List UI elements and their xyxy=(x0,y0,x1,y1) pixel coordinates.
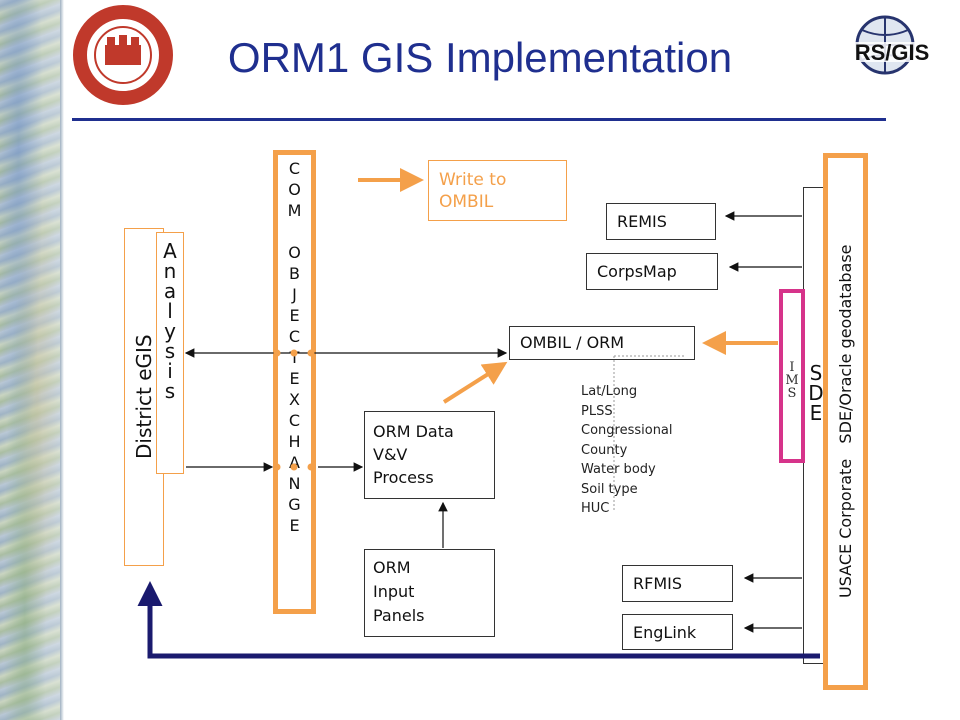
connector-dot xyxy=(273,349,281,357)
com-letter: C xyxy=(288,411,301,430)
com-letter: H xyxy=(288,432,301,451)
com-object-exchange-box: C O M O B J E C T E X C H A N G E xyxy=(273,150,316,614)
analysis-letter: i xyxy=(167,359,173,383)
rfmis-box: RFMIS xyxy=(622,565,733,602)
rs-gis-logo: RS/GIS xyxy=(848,15,936,75)
analysis-letter: a xyxy=(163,279,177,303)
svg-text:RS/GIS: RS/GIS xyxy=(855,40,930,65)
attribute-item: Water body xyxy=(581,462,656,477)
com-letter: E xyxy=(289,306,300,325)
orm-input-panels-box: ORM Input Panels xyxy=(364,549,495,637)
com-letter: G xyxy=(288,495,301,514)
com-letter: E xyxy=(289,369,300,388)
com-letter: J xyxy=(292,285,297,304)
orm-data-vv-box: ORM Data V&V Process xyxy=(364,411,495,499)
com-letter: B xyxy=(289,264,300,283)
attribute-dotted-connector xyxy=(613,355,686,510)
corporate-return-arrow xyxy=(137,581,820,659)
com-letter: O xyxy=(288,243,301,262)
sde-letters: S D E xyxy=(804,363,828,423)
title-underline xyxy=(72,118,886,121)
com-letter: C xyxy=(288,159,301,178)
ombil-orm-box: OMBIL / ORM xyxy=(509,326,695,360)
connector-dot xyxy=(307,463,315,471)
corpsmap-box: CorpsMap xyxy=(586,253,718,290)
analysis-letter: A xyxy=(163,239,177,263)
com-letter: N xyxy=(288,474,301,493)
attribute-item: HUC xyxy=(581,501,610,516)
analysis-letter: y xyxy=(164,319,176,343)
sde-letter: E xyxy=(809,401,823,425)
com-letter: X xyxy=(289,390,300,409)
sde-letter: D xyxy=(808,381,824,405)
remis-box: REMIS xyxy=(606,203,716,240)
com-letter: E xyxy=(289,516,300,535)
write-to-ombil-line: OMBIL xyxy=(439,192,494,213)
orm-input-panels-line: Input xyxy=(373,582,415,601)
ims-letter: I xyxy=(789,360,795,375)
analysis-letter: l xyxy=(167,299,173,323)
sde-letter: S xyxy=(809,361,823,385)
orm-data-vv-line: Process xyxy=(373,468,434,488)
slide-title: ORM1 GIS Implementation xyxy=(227,34,733,81)
attribute-item: PLSS xyxy=(581,403,613,419)
connector-dot xyxy=(290,349,298,357)
attribute-item: Lat/Long xyxy=(581,384,638,399)
analysis-box: A n a l y s i s xyxy=(156,232,184,474)
ims-letter: S xyxy=(787,386,797,401)
connector-dot xyxy=(273,463,281,471)
com-letter: A xyxy=(289,453,300,472)
ims-letter: M xyxy=(785,373,799,388)
com-letter: M xyxy=(287,201,302,220)
orm-input-panels-line: ORM xyxy=(373,558,411,577)
map-strip-edge xyxy=(60,0,64,720)
vv-ombil-arrow xyxy=(442,361,508,404)
analysis-letter: s xyxy=(164,339,176,363)
analysis-letter: s xyxy=(164,379,176,403)
connector-dot xyxy=(307,349,315,357)
orm-input-panels-line: Panels xyxy=(373,606,425,625)
attribute-item: County xyxy=(581,442,628,458)
attribute-item: Congressional xyxy=(581,423,673,438)
connector-dot xyxy=(290,463,298,471)
analysis-letters: A n a l y s i s xyxy=(157,233,183,401)
com-letter: C xyxy=(288,327,301,346)
analysis-letter: n xyxy=(163,259,177,283)
orm-data-vv-line: ORM Data xyxy=(373,422,454,441)
attribute-list: Lat/Long PLSS Congressional County Water… xyxy=(581,382,721,519)
write-to-ombil-line: Write to xyxy=(439,170,507,190)
background-map-strip xyxy=(0,0,62,720)
ims-letters: I M S xyxy=(783,361,801,400)
ims-box: I M S xyxy=(779,289,805,463)
corporate-geodatabase-box: USACE Corporate SDE/Oracle geodatabase xyxy=(823,153,868,690)
army-cerl-seal-logo xyxy=(73,5,173,105)
attribute-item: Soil type xyxy=(581,481,638,497)
englink-box: EngLink xyxy=(622,614,733,650)
orm-data-vv-line: V&V xyxy=(373,445,408,465)
com-letter: O xyxy=(288,180,301,199)
write-to-ombil-box: Write to OMBIL xyxy=(428,160,567,221)
